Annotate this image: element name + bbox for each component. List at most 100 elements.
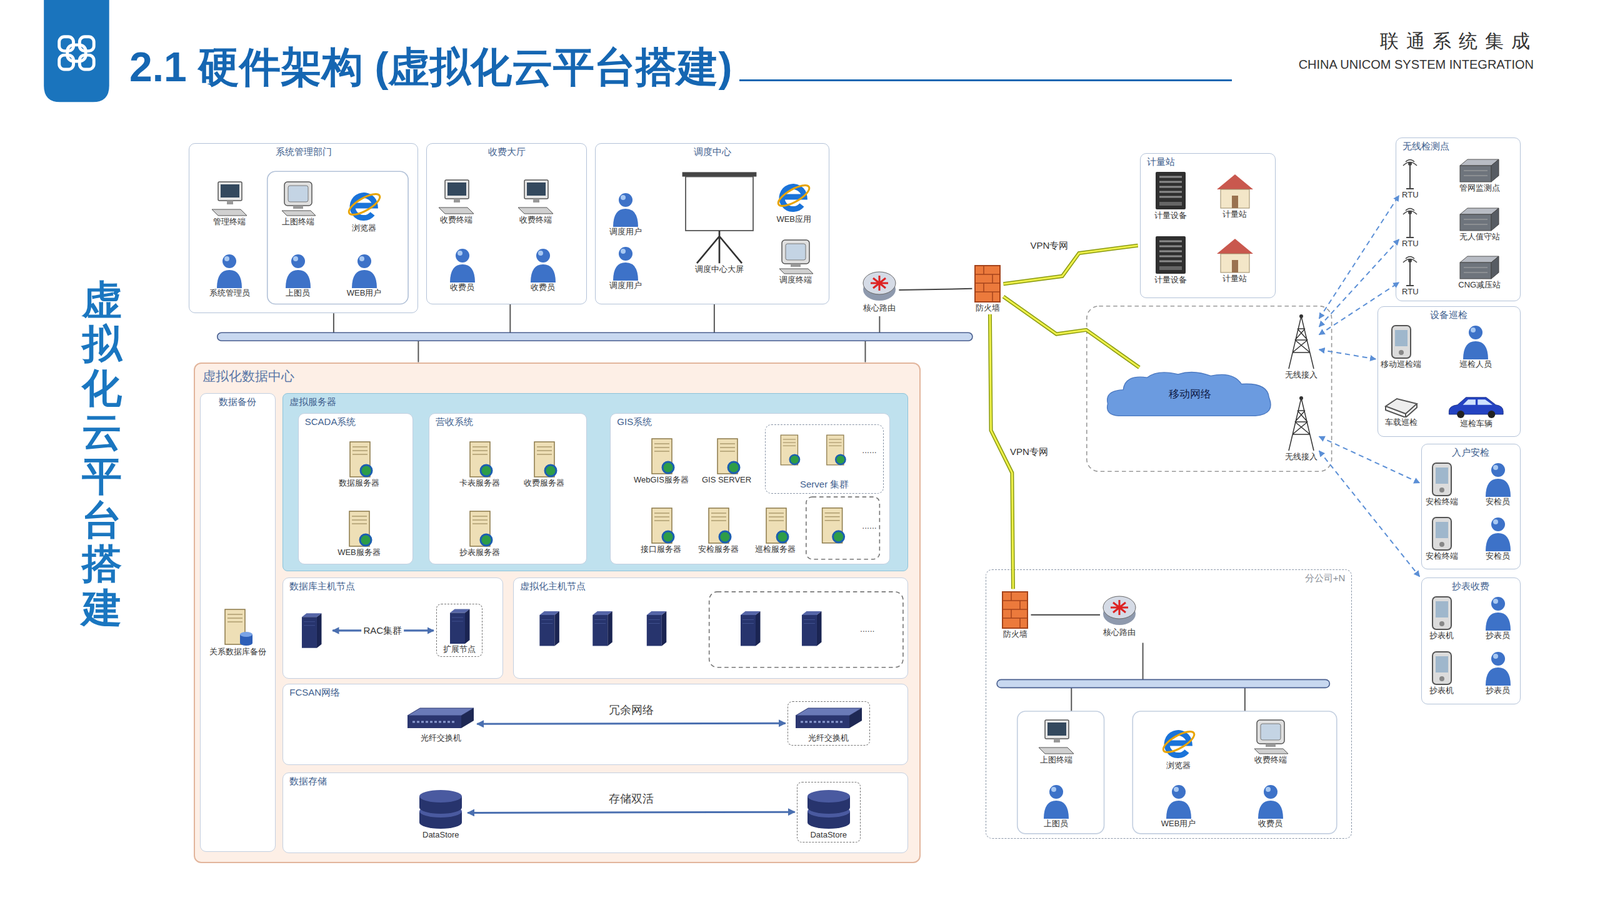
device-node: 无人值守站 — [1458, 206, 1500, 242]
path-part — [1463, 219, 1488, 225]
group-title: 数据备份 — [200, 393, 275, 411]
side-title: 虚拟化云平台搭建 — [81, 278, 122, 630]
rect-part — [975, 265, 1000, 302]
device-node: 安检员 — [1484, 516, 1512, 561]
device-node: RTU — [1400, 254, 1420, 297]
path-part — [316, 613, 322, 648]
circle-part — [1049, 785, 1064, 799]
path-part — [1485, 533, 1511, 552]
device-icon — [515, 178, 556, 215]
device-label: DataStore — [803, 830, 854, 840]
path-part — [1159, 241, 1182, 262]
device-label: 收费终端 — [1251, 755, 1290, 765]
device-icon — [448, 247, 477, 283]
device-label: RTU — [1400, 238, 1420, 249]
rect-part — [1435, 601, 1449, 618]
group-title: 入户安检 — [1421, 444, 1520, 462]
circle-part — [662, 461, 674, 474]
circle-part — [833, 531, 845, 543]
device-node: 计量设备 — [1153, 170, 1189, 220]
path-part — [783, 439, 796, 446]
group-title: 抄表收费 — [1421, 578, 1520, 595]
device-node: 调度用户 — [609, 245, 642, 290]
rect-part — [1220, 189, 1250, 209]
device-node: 核心路由 — [861, 268, 897, 313]
device-label: 防火墙 — [973, 303, 1002, 313]
device-label: 调度用户 — [609, 226, 642, 237]
path-part — [281, 210, 316, 216]
device-node: 浏览器 — [345, 185, 384, 233]
device-node: 收费终端 — [1251, 718, 1290, 765]
device-icon — [611, 245, 640, 281]
group-title: 虚拟服务器 — [283, 393, 908, 411]
rect-part — [1159, 266, 1182, 270]
path-part — [1043, 800, 1069, 819]
rect-part — [79, 36, 94, 52]
connector — [476, 723, 785, 724]
group-title: 数据库主机节点 — [283, 578, 503, 595]
device-node: 安检终端 — [1425, 461, 1459, 507]
device-label: 上图终端 — [1036, 755, 1077, 765]
device-node: 巡检车辆 — [1446, 393, 1506, 429]
rect-part — [1053, 738, 1060, 743]
device-label: 收费员 — [1256, 818, 1285, 829]
rect-part — [1460, 214, 1492, 231]
rect-part — [79, 55, 94, 70]
path-part — [822, 508, 843, 544]
device-label: 安检终端 — [1425, 496, 1459, 507]
device-label: 车载巡检 — [1384, 417, 1419, 427]
network-bus — [996, 679, 1330, 688]
rect-part — [539, 615, 555, 647]
connector-stroke — [467, 811, 795, 813]
rect-part — [1155, 236, 1186, 274]
path-part — [720, 443, 735, 452]
device-icon — [415, 786, 466, 830]
circle-part — [1398, 350, 1404, 355]
device-label: 巡检人员 — [1459, 359, 1492, 369]
connector-stroke — [1319, 195, 1400, 319]
device-label: 抄表员 — [1484, 630, 1512, 640]
device-node: 调度终端 — [776, 238, 815, 285]
path-part — [646, 611, 667, 615]
device-label: 调度终端 — [776, 275, 815, 285]
path-part — [779, 268, 814, 274]
circle-part — [1491, 463, 1505, 477]
rect-part — [1231, 195, 1239, 209]
path-part — [472, 516, 488, 524]
path-part — [216, 270, 242, 289]
circle-part — [728, 461, 740, 474]
device-icon — [775, 176, 813, 215]
rect-part — [685, 176, 754, 230]
path-part — [1463, 341, 1489, 360]
rect-part — [1460, 262, 1492, 279]
group-title: 分公司+N — [986, 570, 1352, 587]
rect-part — [1432, 651, 1452, 685]
device-label: 巡检服务器 — [755, 544, 796, 554]
server-icon — [539, 611, 559, 646]
server-icon — [826, 435, 846, 465]
group-box: 设备巡检移动巡检端巡检人员车载巡检巡检车辆 — [1377, 306, 1521, 437]
ellipse-part — [1103, 596, 1136, 619]
device-icon — [1431, 595, 1453, 631]
device-icon — [465, 510, 494, 548]
path-part — [1002, 591, 1028, 629]
path-part — [803, 619, 815, 624]
device-label: 浏览器 — [1160, 760, 1198, 770]
device-node: 抄表服务器 — [459, 510, 500, 557]
device-icon — [1384, 395, 1419, 418]
rect-part — [646, 615, 662, 647]
device-node: 收费员 — [529, 247, 557, 292]
path-part — [285, 270, 311, 289]
path-part — [472, 446, 488, 455]
path-part — [870, 275, 889, 291]
device-node: 移动巡检端 — [1380, 324, 1422, 369]
device-icon — [406, 705, 475, 734]
device-node: 巡检人员 — [1459, 324, 1492, 369]
device-node: 上图员 — [284, 253, 312, 298]
path-part — [303, 621, 315, 626]
device-label: 上图员 — [284, 288, 312, 298]
device-label: 计量站 — [1214, 209, 1256, 219]
device-node: 车载巡检 — [1384, 395, 1419, 427]
path-part — [1406, 212, 1414, 238]
